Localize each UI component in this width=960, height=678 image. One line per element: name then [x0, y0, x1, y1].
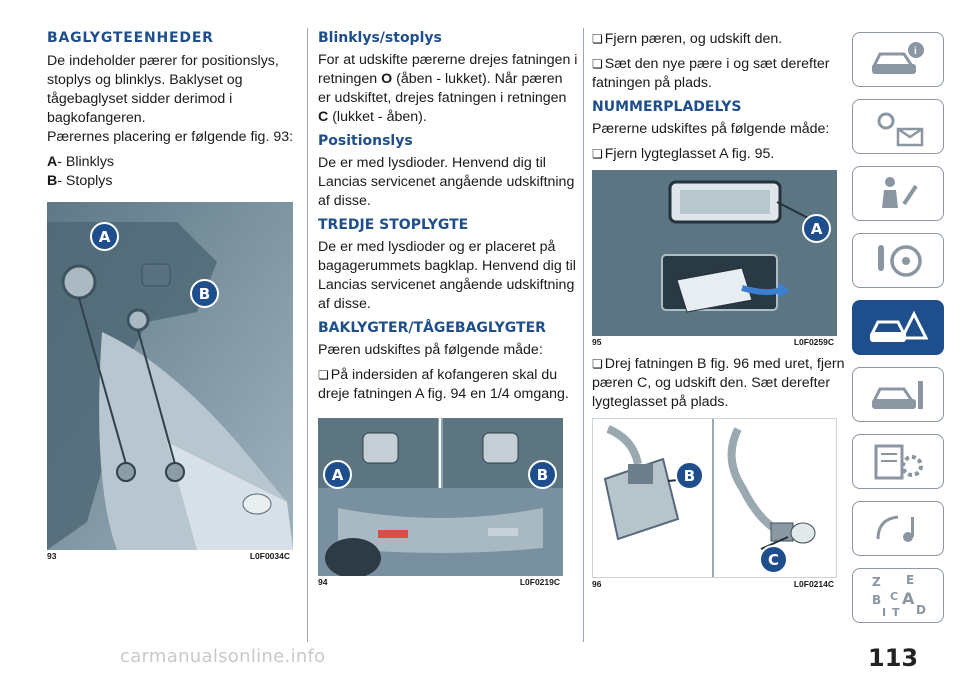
position-text: De er med lysdioder. Henvend dig til Lan…: [318, 155, 575, 209]
section-heading-baglygteenheder: BAGLYGTEENHEDER: [47, 30, 214, 46]
figure-caption: 94 L0F0219C: [318, 576, 563, 589]
index-icon: Z E B A I C T D: [872, 573, 926, 619]
third-text: De er med lysdioder og er placeret på ba…: [318, 239, 576, 312]
breakdown-car-icon: [869, 310, 928, 342]
callout-b: B: [190, 279, 219, 308]
warning-lights-icon: [877, 112, 924, 146]
legend-item-b: B- Stoplys: [47, 172, 297, 191]
heading-blinklys-stoplys: Blinklys/stoplys: [318, 30, 442, 46]
car-service-icon: [871, 380, 923, 409]
text-segment: (lukket - åben).: [328, 109, 427, 125]
tab-breakdown[interactable]: [852, 300, 944, 355]
column-1: BAGLYGTEENHEDER De indeholder pærer for …: [47, 30, 297, 563]
figure-caption: 95 L0F0259C: [592, 336, 837, 349]
plate-light-photo: A: [592, 170, 837, 336]
figure-caption: 96 L0F0214C: [592, 578, 837, 591]
key-o: O: [381, 71, 393, 87]
legend-key: B: [47, 173, 58, 189]
heading-nummerpladelys: NUMMERPLADELYS: [592, 99, 742, 115]
heading-baklygter: BAKLYGTER/TÅGEBAGLYGTER: [318, 320, 546, 336]
intro-text: De indeholder pærer for positionslys, st…: [47, 53, 279, 126]
callout-a: A: [90, 222, 119, 251]
legend-text: - Stoplys: [57, 173, 113, 189]
watermark: carmanualsonline.info: [120, 646, 326, 667]
tab-key-steering[interactable]: [852, 233, 944, 288]
heading-positionslys: Positionslys: [318, 133, 413, 149]
svg-text:i: i: [914, 46, 917, 57]
index-letter: D: [916, 603, 926, 617]
callout-b: B: [528, 460, 557, 489]
index-letter: A: [902, 589, 915, 608]
figure-96: B C 96 L0F0214C: [592, 418, 837, 591]
tab-index[interactable]: Z E B A I C T D: [852, 568, 944, 623]
column-2: Blinklys/stoplys For at udskifte pærerne…: [318, 30, 578, 589]
callout-c: C: [759, 545, 788, 574]
chapter-tabs: i: [852, 32, 944, 635]
step-insert-bulb: Sæt den nye pære i og sæt derefter fatni…: [592, 55, 847, 93]
figure-caption: 93 L0F0034C: [47, 550, 293, 563]
bulb-holder-illustration: [593, 419, 836, 577]
figure-95: A 95 L0F0259C: [592, 170, 837, 349]
page-number: 113: [868, 644, 919, 672]
plate-step-2: Drej fatningen B fig. 96 med uret, fjern…: [592, 355, 847, 412]
index-letter: I: [882, 606, 886, 619]
tab-car-service[interactable]: [852, 367, 944, 422]
plate-intro: Pærerne udskiftes på følgende måde:: [592, 121, 830, 137]
key-c: C: [318, 109, 329, 125]
bulb-holder-photo: B C: [592, 418, 837, 578]
callout-b: B: [675, 461, 704, 490]
plate-light-illustration: [592, 170, 837, 336]
figure-number: 93: [47, 551, 57, 561]
tail-light-photo: A B: [47, 202, 293, 550]
figure-number: 96: [592, 579, 602, 589]
tab-car-info[interactable]: i: [852, 32, 944, 87]
legend-item-a: A- Blinklys: [47, 153, 297, 172]
figure-94: A B 94 L0F0219C: [318, 418, 563, 589]
figure-93: A B 93 L0F0034C: [47, 202, 293, 563]
callout-a: A: [323, 460, 352, 489]
column-3: Fjern pæren, og udskift den. Sæt den nye…: [592, 30, 847, 591]
figure-code: L0F0034C: [249, 551, 290, 561]
tab-technical-data[interactable]: [852, 434, 944, 489]
figure-number: 94: [318, 577, 328, 587]
index-letter: Z: [872, 575, 881, 589]
tail-light-illustration: [47, 202, 293, 550]
tab-multimedia[interactable]: [852, 501, 944, 556]
index-letter: C: [890, 590, 898, 603]
index-letter: E: [906, 573, 914, 587]
rear-step: På indersiden af kofangeren skal du drej…: [318, 366, 578, 404]
index-letter: T: [892, 606, 900, 619]
figure-code: L0F0214C: [793, 579, 834, 589]
step-remove-bulb: Fjern pæren, og udskift den.: [592, 30, 847, 49]
figure-code: L0F0259C: [793, 337, 834, 347]
column-divider: [307, 28, 308, 642]
plate-step-1: Fjern lygteglasset A fig. 95.: [592, 145, 847, 164]
car-info-icon: i: [871, 41, 924, 74]
key-steering-wheel-icon: [878, 244, 922, 277]
bumper-photo: A B: [318, 418, 563, 576]
figure-number: 95: [592, 337, 602, 347]
tab-warning-lights[interactable]: [852, 99, 944, 154]
figure-code: L0F0219C: [519, 577, 560, 587]
blink-text: For at udskifte pærerne drejes fatningen…: [318, 51, 578, 127]
tab-seat-airbag[interactable]: [852, 166, 944, 221]
text-segment: (åben - lukket). Når pæren er udskiftet,…: [318, 71, 567, 106]
legend-key: A: [47, 154, 58, 170]
multimedia-icon: [876, 515, 914, 542]
column-divider: [583, 28, 584, 642]
index-letter: B: [872, 593, 881, 607]
bumper-illustration: [318, 418, 563, 576]
seat-airbag-icon: [882, 176, 918, 208]
technical-data-icon: [874, 444, 923, 479]
callout-a: A: [802, 214, 831, 243]
rear-intro: Pæren udskiftes på følgende måde:: [318, 342, 543, 358]
text-segment: For at udskifte pærerne drejes fatningen…: [318, 52, 578, 87]
legend-text: - Blinklys: [57, 154, 115, 170]
heading-tredje-stoplygte: TREDJE STOPLYGTE: [318, 217, 469, 233]
placement-text: Pærernes placering er følgende fig. 93:: [47, 129, 294, 145]
